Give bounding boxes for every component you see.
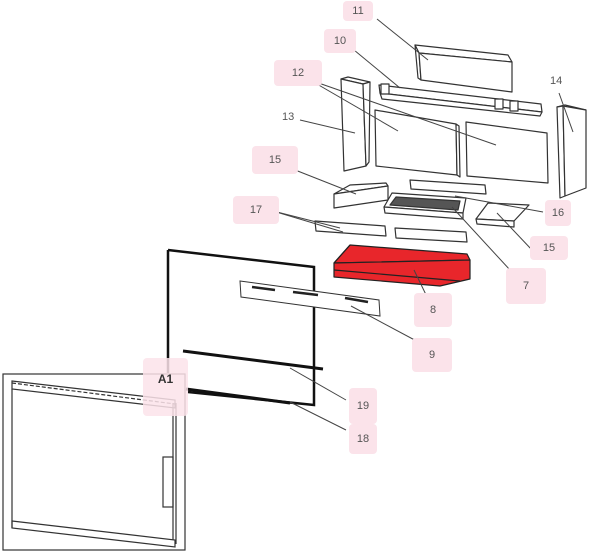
part-15-right[interactable] (475, 202, 530, 228)
label-15-left: 15 (252, 146, 298, 174)
label-10: 10 (324, 29, 356, 53)
part-7[interactable] (383, 192, 467, 220)
part-16[interactable] (409, 179, 487, 195)
part-17-left[interactable] (314, 220, 387, 237)
part-17-right[interactable] (394, 227, 468, 243)
label-9: 9 (412, 338, 452, 372)
part-13[interactable] (340, 76, 371, 172)
label-a1: A1 (143, 358, 188, 416)
part-14[interactable] (556, 104, 587, 199)
part-12-left[interactable] (374, 109, 461, 178)
label-11: 11 (343, 1, 373, 21)
label-14: 14 (550, 75, 563, 87)
label-17: 17 (233, 196, 279, 224)
part-9[interactable] (239, 280, 381, 317)
label-8: 8 (414, 293, 452, 327)
part-15-left[interactable] (333, 182, 389, 209)
label-16: 16 (545, 200, 571, 226)
part-10[interactable] (378, 83, 543, 117)
part-19[interactable] (182, 349, 324, 371)
label-13: 13 (282, 111, 295, 123)
label-19: 19 (349, 388, 377, 424)
label-7: 7 (506, 268, 546, 304)
part-11[interactable] (414, 44, 513, 93)
part-12-right[interactable] (465, 121, 549, 184)
part-18[interactable] (185, 387, 291, 405)
label-18: 18 (349, 424, 377, 454)
label-12: 12 (274, 60, 322, 86)
door-glass-frame[interactable] (166, 248, 316, 407)
part-8-highlighted[interactable] (333, 244, 471, 287)
label-15-right: 15 (530, 236, 568, 260)
